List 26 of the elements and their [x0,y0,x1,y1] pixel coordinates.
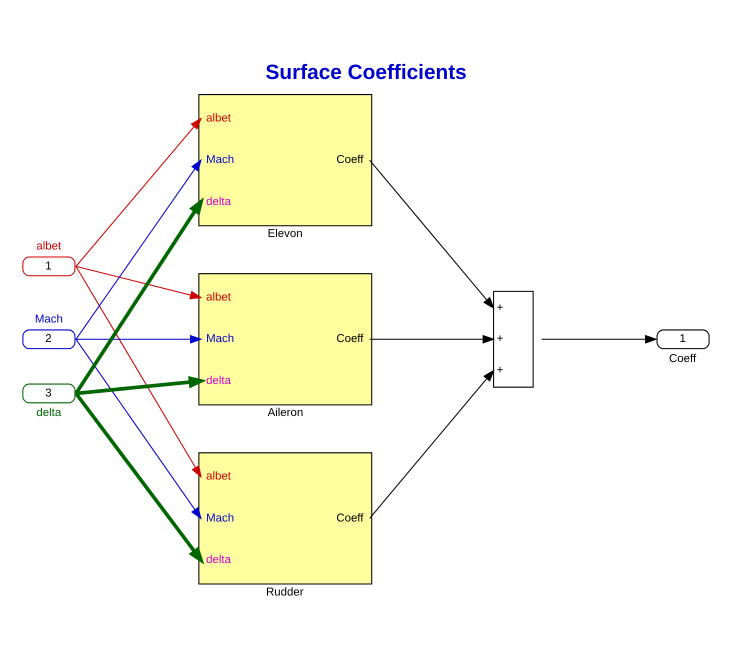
arrow [370,334,496,344]
arrow [541,334,658,344]
node-box: 3 [22,383,76,403]
node-box: 1 [656,328,710,349]
node-box: 2 [22,328,76,349]
diagram-title: Surface Coefficients [266,60,467,84]
arrow [76,116,202,266]
arrow [76,158,202,340]
arrow [74,392,204,564]
arrow [369,159,495,309]
arrow [74,196,204,394]
node-label: Rudder [266,586,304,598]
arrow [76,338,202,520]
node-label: albet [36,240,62,252]
arrow [76,375,206,395]
node-label: Elevon [268,228,303,240]
arrow [369,368,495,518]
node-box: + + + [493,290,534,388]
arrow [76,265,202,299]
node-label: Mach [34,312,63,325]
node-label: Aileron [268,406,304,419]
node-box: 1 [22,256,76,276]
node-label: Coeff [669,352,696,364]
node-label: delta [36,406,62,419]
arrow [76,266,202,478]
arrow [76,334,203,344]
